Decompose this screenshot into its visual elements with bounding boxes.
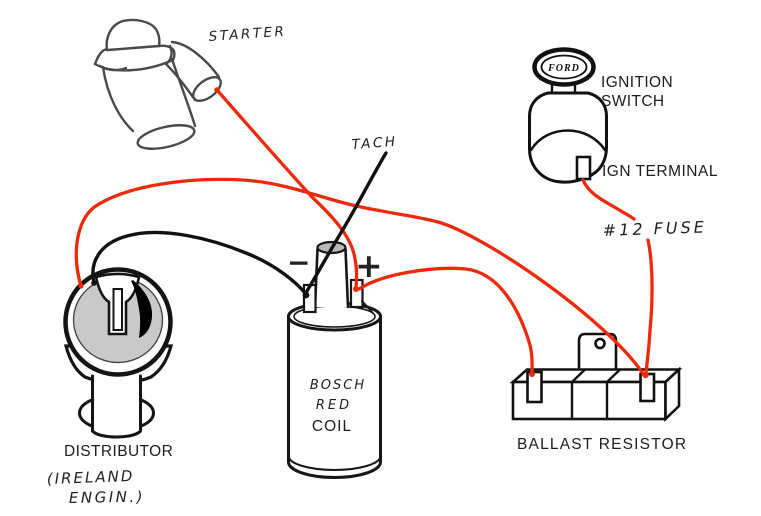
- distributor-shaft-fill: [92, 374, 141, 432]
- starter-solenoid-end-cap: [192, 76, 222, 102]
- wire-coil-negative-to-tach: [305, 151, 388, 293]
- key-head-inner: [540, 54, 588, 80]
- starter-body-left-edge: [101, 65, 135, 133]
- ballast-resistor-label: BALLAST RESISTOR: [517, 436, 687, 453]
- coil-bottom-rim: [287, 455, 382, 471]
- wire-distributor-to-ballast-right: [74, 177, 646, 377]
- coil-label: COIL: [312, 418, 352, 435]
- distributor-label: DISTRIBUTOR: [64, 443, 173, 460]
- ballast-right-terminal: [639, 372, 656, 403]
- wire-end-coil-positive: [353, 286, 359, 292]
- ballast-division-right: [605, 368, 621, 421]
- distributor-note-line1: (IRELAND: [47, 467, 135, 488]
- distributor-drawing: [63, 267, 174, 439]
- ballast-tab-hole: [594, 337, 606, 350]
- ignition-switch-label-line1: IGNITION: [601, 74, 673, 91]
- coil-bottom: [287, 460, 382, 479]
- wire-end-coil-negative: [302, 291, 310, 299]
- wire-end-distributor-black: [91, 280, 97, 286]
- distributor-rotor-slot: [112, 288, 123, 331]
- coil-tower-right: [344, 247, 350, 309]
- fuse-label: #12 FUSE: [602, 217, 707, 240]
- coil-positive-mark: +: [355, 246, 383, 285]
- starter-solenoid-seam: [164, 44, 173, 66]
- ballast-division-left: [570, 368, 586, 421]
- wire-end-starter: [214, 87, 220, 93]
- coil-negative-mark: −: [287, 246, 310, 279]
- wires: [74, 87, 654, 379]
- tach-label: TACH: [351, 134, 398, 153]
- ballast-left-terminal: [526, 370, 543, 404]
- starter-hump: [105, 18, 161, 52]
- starter-flange-top: [106, 44, 161, 52]
- ign-terminal-label: IGN TERMINAL: [602, 163, 718, 180]
- distributor-crescent: [131, 280, 153, 338]
- ignition-switch-drawing: [528, 47, 608, 184]
- starter-body-right-edge: [170, 57, 197, 128]
- coil-brand-label: BOSCH: [310, 378, 366, 393]
- ignition-switch-label-line2: SWITCH: [601, 93, 665, 110]
- labels: STARTER TACH IGNITION SWITCH IGN TERMINA…: [47, 24, 718, 507]
- switch-ign-terminal: [575, 155, 592, 181]
- coil-terminal-tick: [361, 300, 373, 313]
- wire-distributor-to-coil-negative: [91, 230, 308, 296]
- distributor-shaft-bottom: [91, 429, 142, 439]
- starter-solenoid-upper-edge: [170, 40, 221, 79]
- coil-tower-fill: [315, 249, 348, 307]
- wire-coil-positive-to-ballast-left: [357, 266, 534, 375]
- switch-body-inner-arc: [529, 129, 607, 152]
- starter-body-end-cap: [136, 124, 196, 150]
- wire-fuse-to-ballast-right: [644, 238, 654, 376]
- ballast-side-face: [664, 366, 681, 423]
- distributor-note-line2: ENGIN.): [69, 488, 145, 507]
- coil-body-fill: [288, 316, 381, 478]
- key-brand-label: FORD: [547, 63, 580, 74]
- wire-ign-terminal-to-fuse: [581, 178, 636, 221]
- starter-label: STARTER: [208, 24, 287, 45]
- ballast-mounting-tab: [577, 332, 618, 372]
- wire-starter-to-coil-positive: [215, 88, 359, 290]
- wire-end-distributor-red: [78, 283, 84, 289]
- wire-end-ballast-left: [529, 371, 535, 377]
- starter-drawing: [93, 18, 222, 150]
- wire-end-ballast-right: [642, 371, 649, 379]
- ballast-resistor-drawing: [509, 332, 683, 423]
- coil-series-label: RED: [316, 398, 352, 413]
- starter-flange-right: [157, 44, 176, 62]
